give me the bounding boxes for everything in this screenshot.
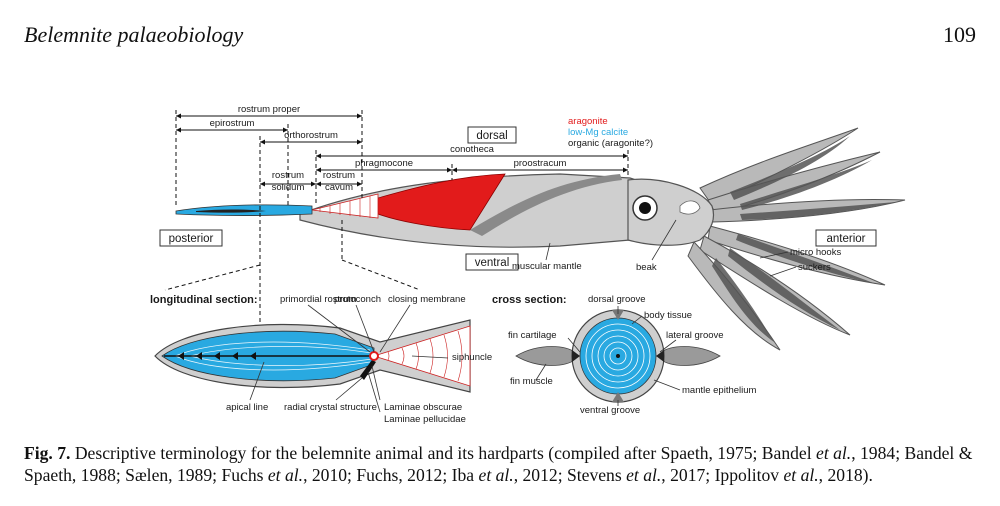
- longitudinal-section: longitudinal section:: [150, 294, 492, 425]
- running-title: Belemnite palaeobiology: [24, 22, 244, 47]
- label-anterior: anterior: [827, 233, 866, 245]
- caption-part-4: , 2010; Fuchs, 2012; Iba: [303, 465, 479, 485]
- caption-part-3: et al.: [267, 465, 304, 485]
- label-orthorostrum: orthorostrum: [284, 130, 338, 141]
- label-epirostrum: epirostrum: [210, 118, 255, 129]
- label-body-tissue: body tissue: [644, 310, 692, 321]
- caption-part-0: Descriptive terminology for the belemnit…: [74, 443, 817, 463]
- label-conotheca: conotheca: [450, 144, 495, 155]
- caption-part-7: et al.: [626, 465, 662, 485]
- label-dorsal: dorsal: [476, 130, 507, 142]
- caption-part-9: et al.: [783, 465, 819, 485]
- label-closing-membrane: closing membrane: [388, 294, 466, 305]
- label-mantle-epithelium: mantle epithelium: [682, 385, 757, 396]
- belemnite-animal-drawing: [175, 127, 906, 351]
- caption-part-1: et al.: [816, 443, 852, 463]
- label-fin-muscle: fin muscle: [510, 376, 553, 387]
- caption-text: Descriptive terminology for the belemnit…: [24, 443, 972, 485]
- legend-low-mg-calcite: low-Mg calcite: [568, 127, 628, 138]
- beak-shape: [679, 200, 701, 215]
- label-protoconch: protoconch: [334, 294, 381, 305]
- page-header: Belemnite palaeobiology 109: [24, 22, 976, 62]
- caption-label: Fig. 7.: [24, 443, 71, 463]
- figure-7: rostrum proper epirostrum orthorostrum c…: [0, 80, 1000, 440]
- label-rostrum-solidum-1: rostrum: [272, 170, 304, 181]
- label-laminae-obscurae: Laminae obscurae: [384, 402, 462, 413]
- label-dorsal-groove: dorsal groove: [588, 294, 646, 305]
- page-number: 109: [943, 22, 976, 47]
- cross-section: cross section: dorsal groove body tissue…: [492, 294, 757, 416]
- aragonite-phragmocone: [377, 173, 506, 231]
- label-muscular-mantle: muscular mantle: [512, 261, 582, 272]
- rostrum-cavum-alveolus: [311, 193, 379, 219]
- caption-part-2: , 1984; Bandel & Spaeth, 1988; Sælen, 19…: [24, 443, 973, 485]
- caption-part-8: , 2017; Ippolitov: [661, 465, 784, 485]
- caption-part-5: et al.: [478, 465, 514, 485]
- terminology-brackets: [164, 110, 629, 350]
- label-micro-hooks: micro hooks: [790, 247, 841, 258]
- label-lateral-groove: lateral groove: [666, 330, 724, 341]
- longitudinal-title: longitudinal section:: [150, 294, 258, 306]
- label-posterior: posterior: [169, 233, 214, 245]
- caption-part-10: , 2018).: [818, 465, 873, 485]
- label-rostrum-cavum-2: cavum: [325, 182, 353, 193]
- label-radial-crystal-structure: radial crystal structure: [284, 402, 377, 413]
- label-beak: beak: [636, 262, 657, 273]
- arm-suckers: [712, 136, 896, 342]
- label-suckers: suckers: [798, 262, 831, 273]
- label-ventral: ventral: [475, 257, 510, 269]
- cross-title: cross section:: [492, 294, 567, 306]
- label-siphuncle: siphuncle: [452, 352, 492, 363]
- legend-aragonite: aragonite: [568, 116, 608, 127]
- label-ventral-groove: ventral groove: [580, 405, 640, 416]
- legend-organic: organic (aragonite?): [568, 138, 653, 149]
- label-phragmocone: phragmocone: [355, 158, 413, 169]
- figure-caption: Fig. 7. Descriptive terminology for the …: [24, 442, 976, 486]
- label-apical-line: apical line: [226, 402, 268, 413]
- head-shape: [627, 178, 715, 246]
- label-rostrum-cavum-1: rostrum: [323, 170, 355, 181]
- label-primordial-rostrum: primordial rostrum: [280, 294, 357, 305]
- label-rostrum-solidum-2: solidum: [272, 182, 305, 193]
- label-proostracum: proostracum: [514, 158, 567, 169]
- label-laminae-pellucidae: Laminae pellucidae: [384, 414, 466, 425]
- label-fin-cartilage: fin cartilage: [508, 330, 557, 341]
- caption-part-6: , 2012; Stevens: [513, 465, 627, 485]
- label-rostrum-proper: rostrum proper: [238, 104, 300, 115]
